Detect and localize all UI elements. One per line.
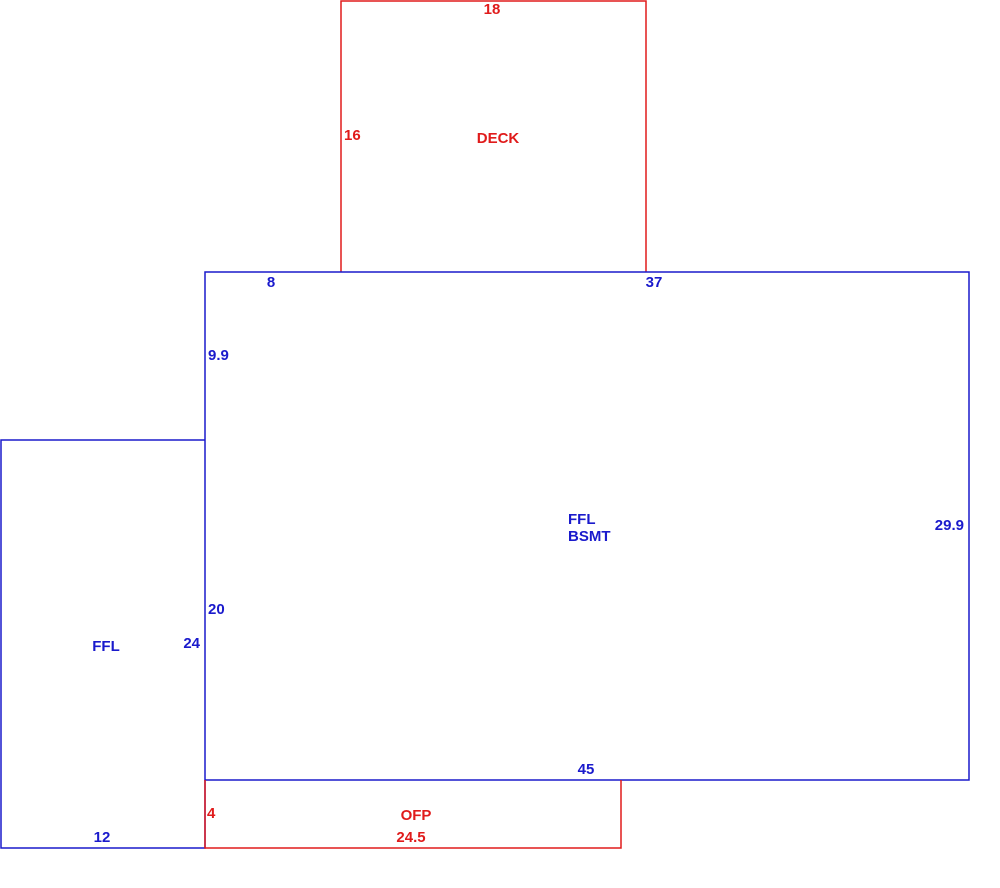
porch-outline <box>204 780 622 849</box>
main-house-outline <box>204 271 970 781</box>
main-left-lower-label: 20 <box>208 601 225 618</box>
porch-width-label: 24.5 <box>396 829 425 846</box>
deck-name-label: DECK <box>477 130 520 147</box>
main-top-right-label: 37 <box>646 274 663 291</box>
porch-name-label: OFP <box>401 807 432 824</box>
wing-section: 24 12 FFL <box>0 439 206 849</box>
main-top-left-label: 8 <box>267 274 275 291</box>
deck-outline <box>340 0 647 272</box>
wing-bottom-label: 12 <box>94 829 111 846</box>
deck-width-label: 18 <box>484 1 501 18</box>
deck-section: 18 16 DECK <box>340 0 647 272</box>
main-left-upper-label: 9.9 <box>208 347 229 364</box>
wing-name-label: FFL <box>92 638 120 655</box>
main-name-line1: FFL <box>568 511 596 528</box>
main-house-section: 8 37 9.9 20 29.9 45 FFL BSMT <box>204 271 970 781</box>
main-bottom-label: 45 <box>578 761 595 778</box>
deck-depth-label: 16 <box>344 127 361 144</box>
porch-side-label: 4 <box>207 805 216 822</box>
main-name-line2: BSMT <box>568 528 611 545</box>
porch-section: 4 OFP 24.5 <box>204 780 622 849</box>
main-right-label: 29.9 <box>935 517 964 534</box>
wing-side-label: 24 <box>183 635 200 652</box>
